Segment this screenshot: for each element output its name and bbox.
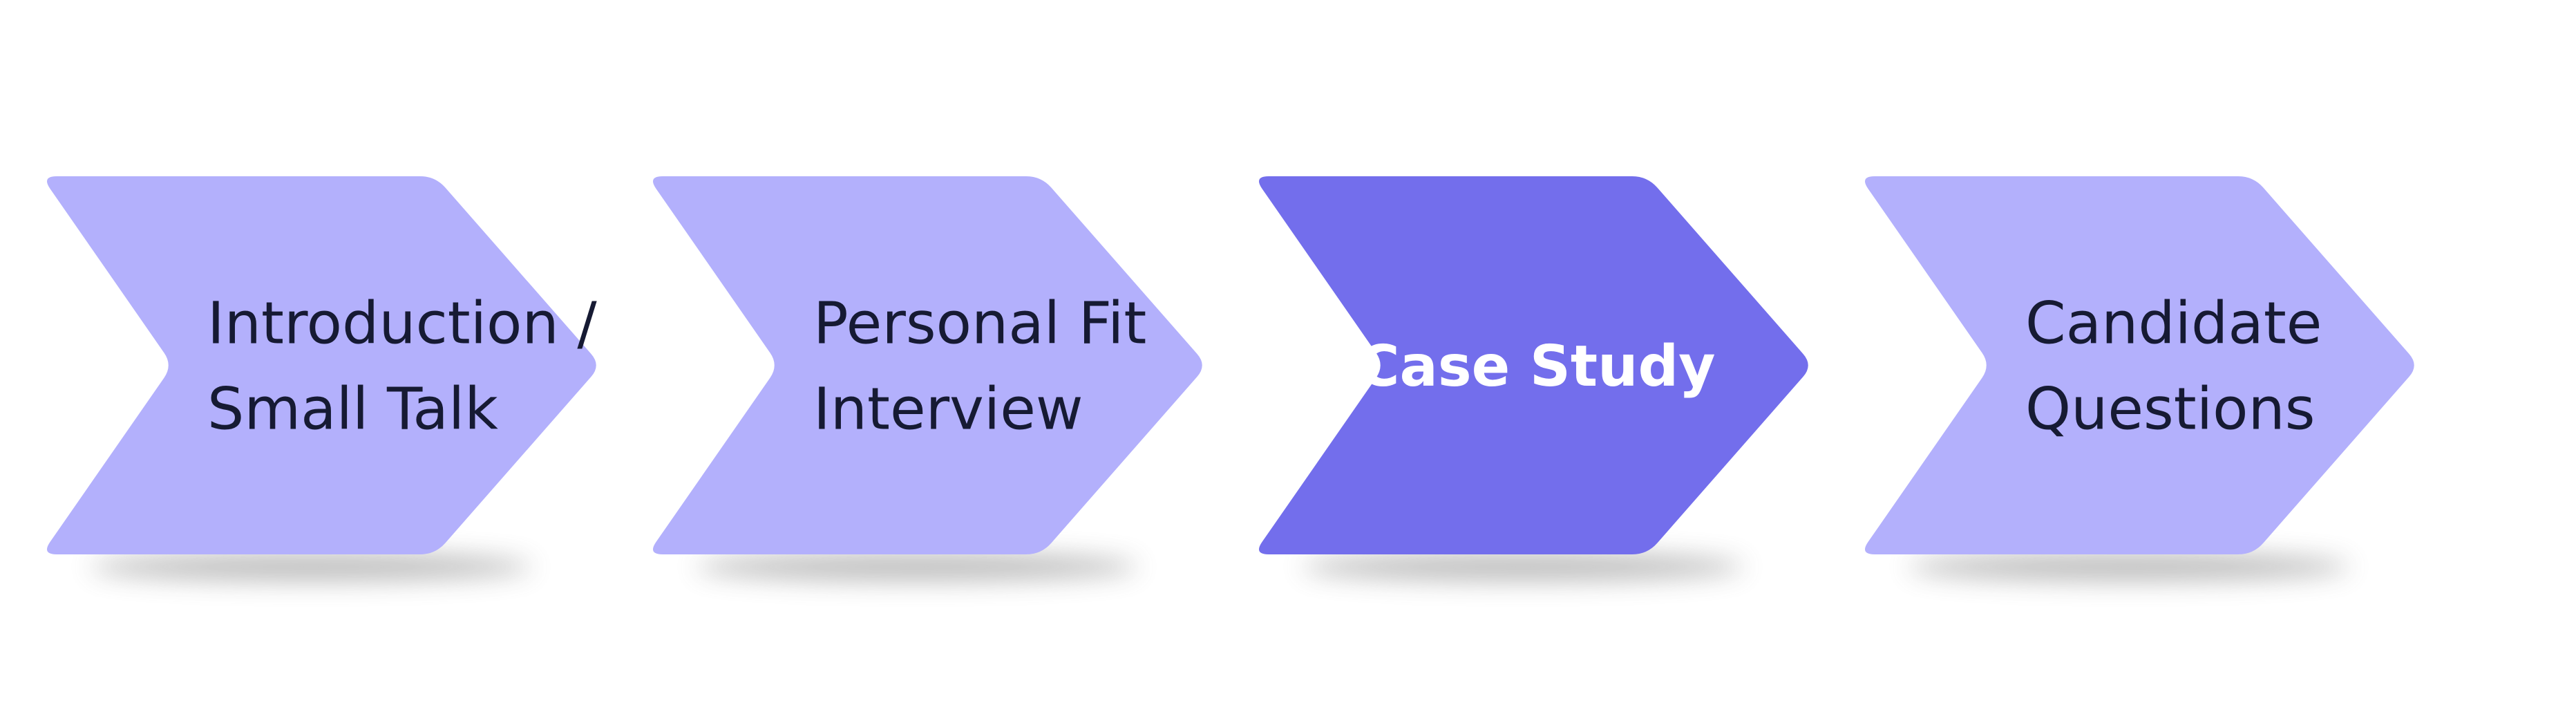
step-2-label-line-2: Interview [813, 375, 1083, 443]
step-4-chevron [1864, 176, 2414, 554]
step-1: Introduction / Small Talk [46, 176, 597, 554]
step-1-shadow [90, 553, 532, 581]
step-1-label: Introduction / Small Talk [207, 290, 597, 443]
step-2-chevron [652, 176, 1202, 554]
step-4-shadow [1908, 553, 2350, 581]
step-4-label-line-2: Questions [2025, 375, 2315, 443]
step-3-chevron [1258, 176, 1808, 554]
step-3: Case Study [1258, 176, 1808, 554]
step-4-label-line-1: Candidate [2025, 290, 2322, 357]
step-3-label: Case Study [1358, 334, 1715, 400]
shadow-layer [90, 553, 2350, 581]
step-2-label-line-1: Personal Fit [813, 290, 1146, 357]
step-2-shadow [696, 553, 1138, 581]
step-3-label-line-1: Case Study [1358, 334, 1715, 400]
step-1-label-line-2: Small Talk [207, 375, 498, 443]
step-1-chevron [46, 176, 596, 554]
step-3-shadow [1302, 553, 1744, 581]
step-1-label-line-1: Introduction / [207, 290, 597, 357]
